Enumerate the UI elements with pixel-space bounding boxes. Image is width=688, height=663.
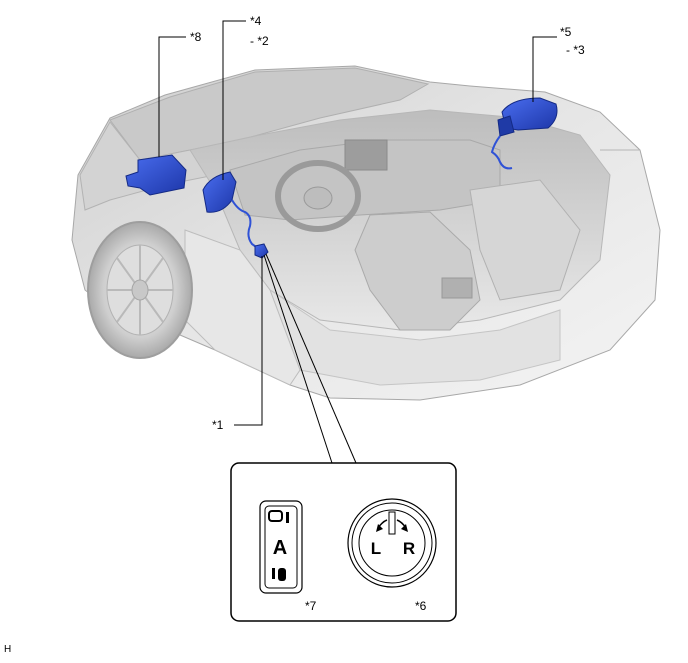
knob-right-label: R [403, 539, 415, 558]
leader-lines [158, 20, 557, 607]
leader-5 [532, 36, 557, 102]
zoom-line-right [265, 253, 357, 464]
right-mirror-harness [490, 135, 513, 170]
mirror-select-switch[interactable]: A [259, 500, 303, 594]
callout-1: *1 [212, 418, 224, 432]
wheel-hub [131, 279, 149, 301]
zoom-line-left [263, 254, 333, 464]
callout-7: *7 [305, 599, 317, 613]
leader-8 [158, 36, 186, 157]
console-vent [441, 277, 473, 299]
right-mirror-icon [272, 568, 286, 581]
callout-5: *5 [560, 25, 572, 39]
center-display [344, 139, 388, 171]
knob-indicator [388, 511, 396, 535]
switch-detail-inset: A L R [230, 462, 457, 622]
mirror-control-knob[interactable]: L R [347, 498, 437, 588]
components [125, 97, 558, 259]
left-turn-arrowhead [376, 524, 383, 532]
callout-4: *4 [250, 14, 262, 28]
callout-labels: *8 *4 - *2 *5 - *3 *1 *7 *6 H [4, 14, 585, 655]
right-outer-mirror[interactable] [501, 97, 558, 131]
switch-connector-1[interactable] [254, 243, 269, 259]
leader-1 [234, 256, 263, 426]
corner-mark: H [4, 644, 11, 655]
right-turn-arrowhead [401, 524, 408, 532]
callout-8: *8 [190, 30, 202, 44]
callout-2: - *2 [250, 34, 269, 48]
component-8-unit[interactable] [125, 154, 187, 196]
right-mirror-base [497, 115, 515, 137]
knob-left-label: L [371, 539, 381, 558]
steering-wheel [275, 160, 361, 232]
passenger-seat [469, 179, 581, 301]
vehicle-illustration [71, 65, 661, 401]
select-letter: A [273, 537, 287, 559]
leader-4 [222, 20, 246, 180]
left-outer-mirror[interactable] [202, 171, 237, 213]
left-mirror-icon [268, 510, 289, 523]
callout-3: - *3 [566, 43, 585, 57]
center-console [354, 211, 481, 331]
floor [268, 288, 561, 386]
front-door [184, 229, 301, 386]
callout-6: *6 [415, 599, 427, 613]
steering-hub [303, 186, 333, 210]
